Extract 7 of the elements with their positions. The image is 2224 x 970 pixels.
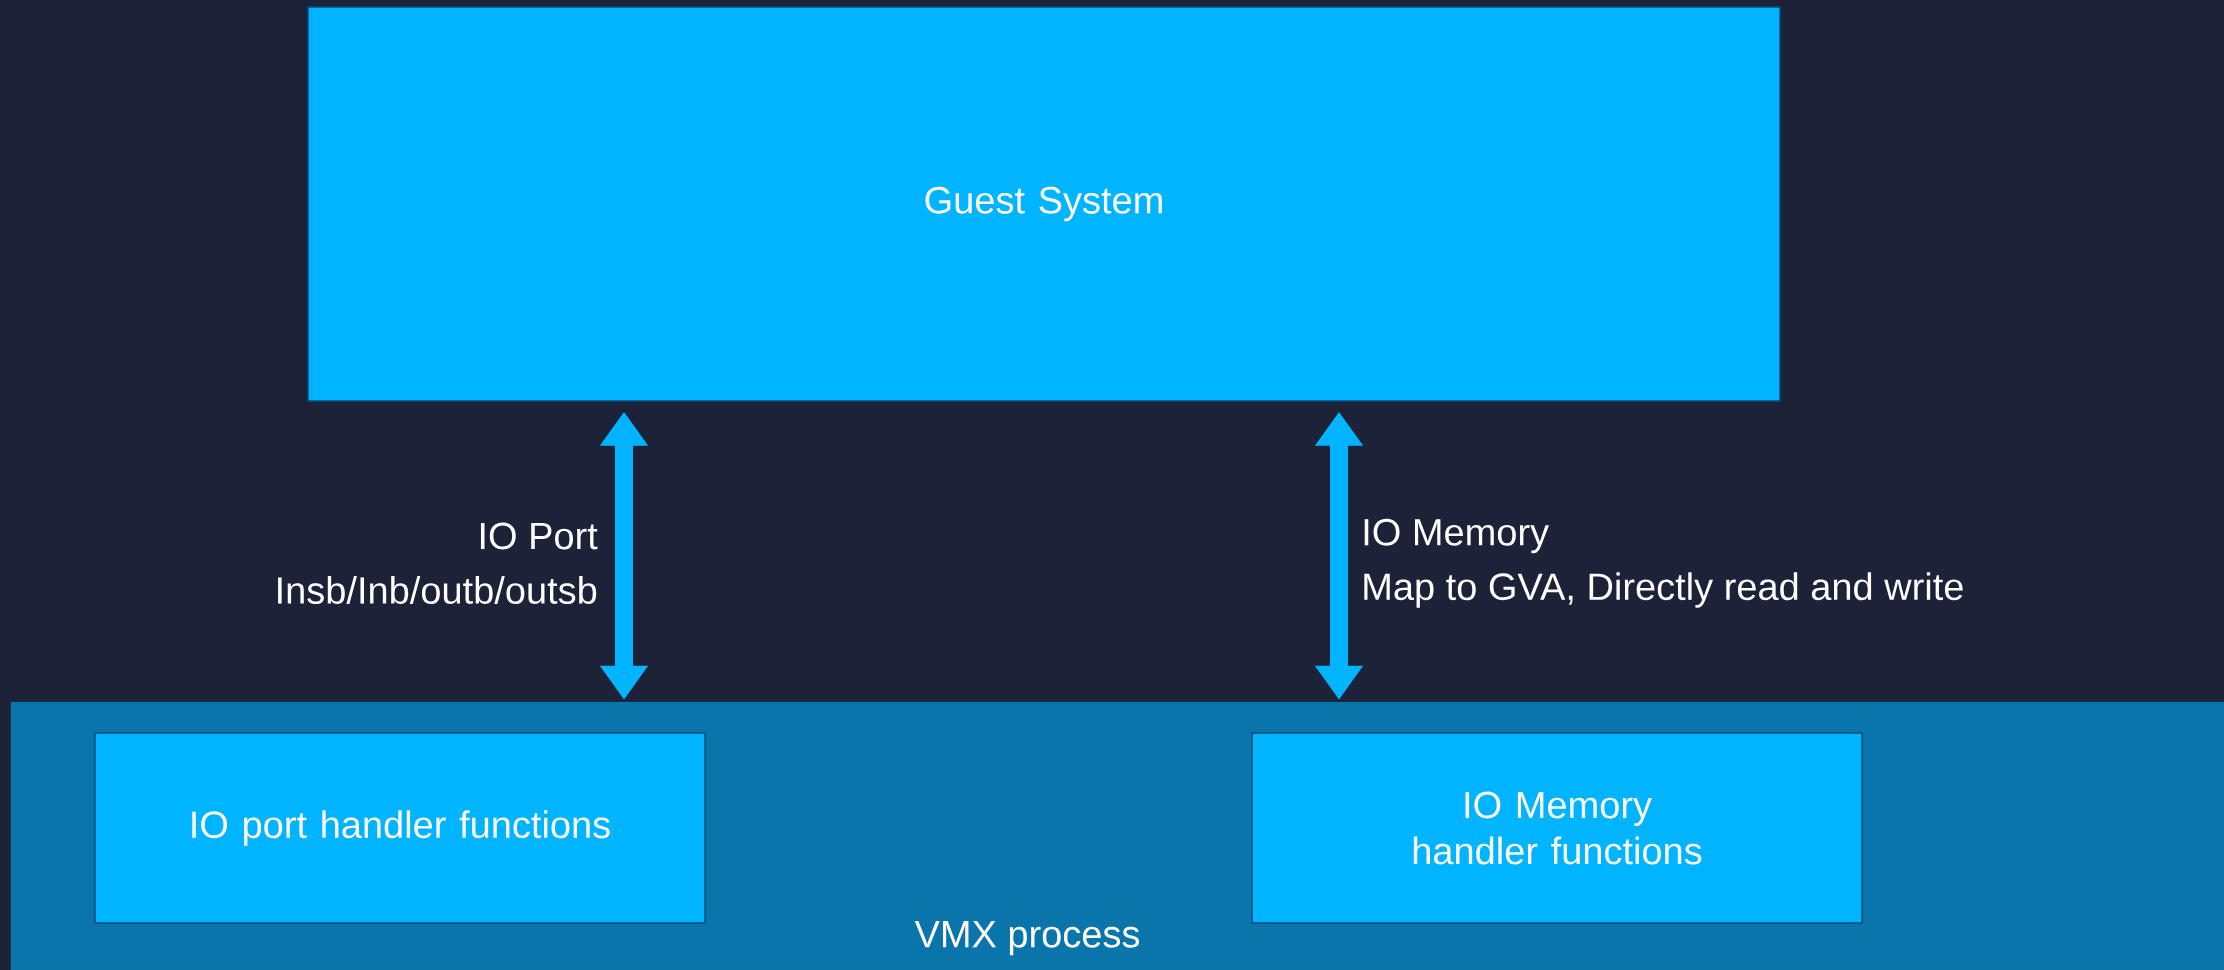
edge-label: IO Memory <box>1364 518 1549 554</box>
label: Insb/Inb/outb/outsb <box>278 576 597 604</box>
handler-box: IO Memory handler functions <box>1251 732 1863 924</box>
handler-box: IO port handler functions <box>94 732 706 924</box>
edge-label: IO Port <box>480 522 598 550</box>
label: Map to GVA, Directly read and write <box>1364 572 1963 608</box>
system-box: Guest System <box>307 6 1781 402</box>
